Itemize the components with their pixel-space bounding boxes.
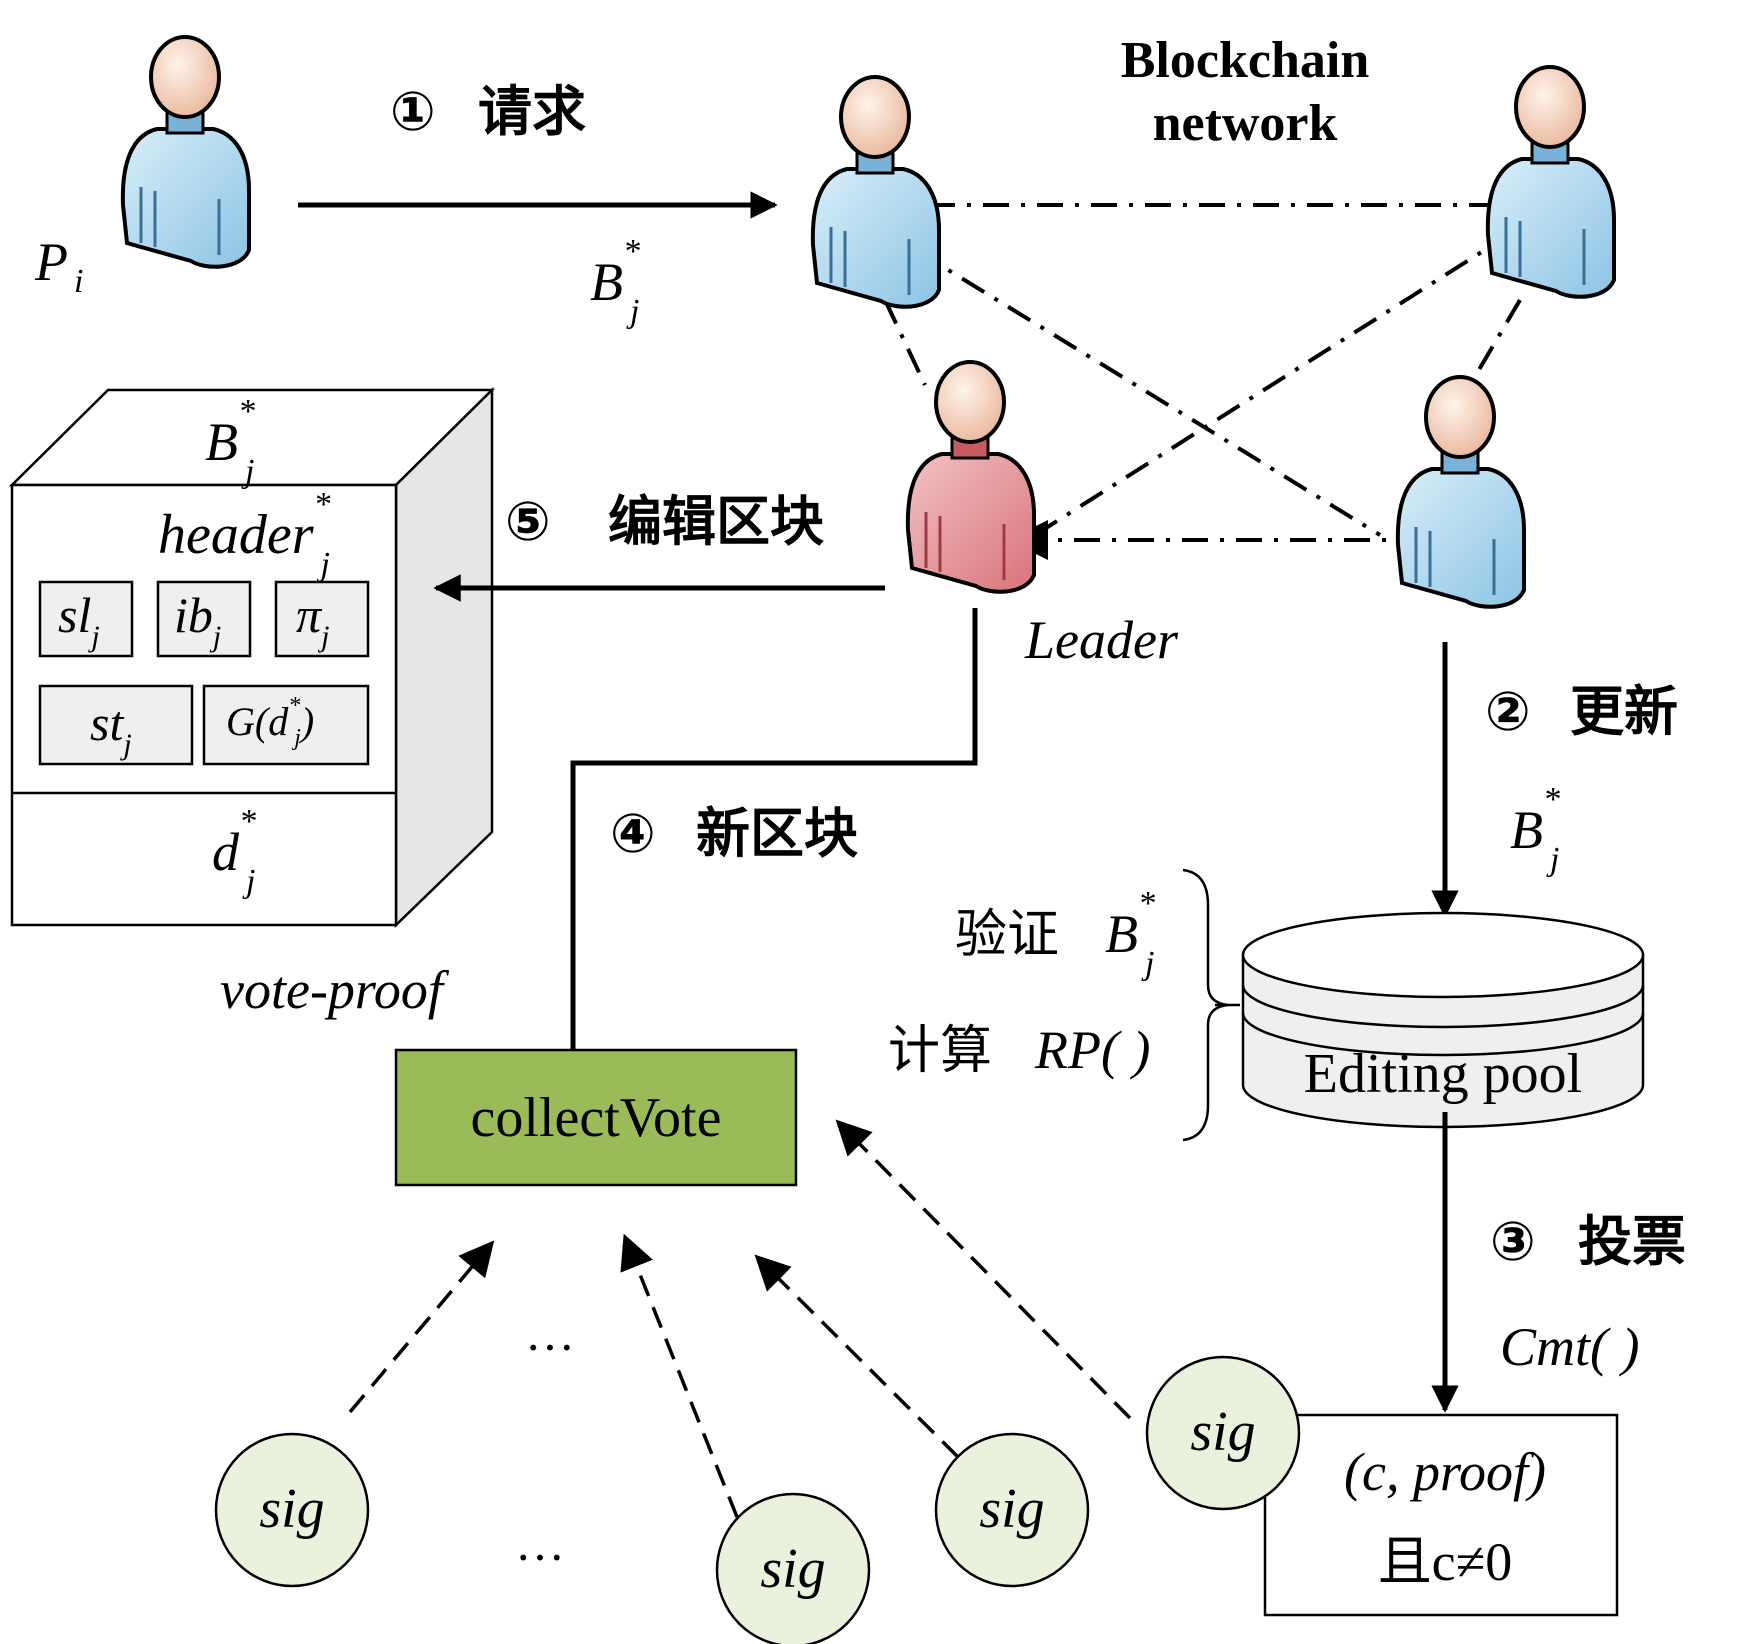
step3-label: 投票 <box>1578 1210 1686 1273</box>
step2-number: ② <box>1485 680 1531 743</box>
network-title-line2: network <box>1153 95 1338 152</box>
ellipsis-bottom: … <box>515 1515 565 1571</box>
leader-label: Leader <box>1024 610 1179 670</box>
step1-number: ① <box>390 80 436 143</box>
cell-g-text: G(d*j) <box>226 693 314 751</box>
step5-label: 编辑区块 <box>608 490 824 553</box>
sig-text: sig <box>979 1478 1044 1540</box>
ellipsis-top: … <box>525 1305 575 1361</box>
vote-proof-label: vote-proof <box>220 960 450 1020</box>
sig-circle-center: sig <box>715 1492 871 1644</box>
result-line1: (c, proof) <box>1344 1442 1546 1502</box>
editing-pool-label: Editing pool <box>1304 1043 1582 1105</box>
sig-circle-left: sig <box>214 1432 370 1588</box>
step2-label: 更新 <box>1570 680 1678 743</box>
sig-circle-right: sig <box>1145 1355 1301 1511</box>
collect-vote-label: collectVote <box>471 1087 722 1149</box>
link-diag-down <box>868 220 1382 537</box>
verify-label-cn: 验证 <box>955 905 1059 965</box>
block-cell-pi <box>274 580 370 658</box>
result-line2: 且c≠0 <box>1378 1532 1513 1592</box>
block-top-label: B*j <box>205 393 255 490</box>
step4-number: ④ <box>610 802 656 865</box>
block-bottom-label: d*j <box>212 803 256 900</box>
editing-pool-cylinder <box>1241 911 1645 1129</box>
verify-b-label: B*j <box>1105 885 1155 982</box>
block-cell-st <box>38 684 194 766</box>
vote-arrow-sig-center-right <box>754 1254 960 1459</box>
vote-arrow-sig-center <box>620 1233 739 1518</box>
new-block-connector <box>570 608 978 1058</box>
block-cell-g <box>202 684 370 766</box>
network-title-line1: Blockchain <box>1121 32 1370 89</box>
block-cell-ib <box>156 580 252 658</box>
block-cell-sl <box>38 580 134 658</box>
block-header-label: header*j <box>158 486 331 583</box>
sig-text: sig <box>259 1478 324 1540</box>
node-person-icon-top-right <box>1485 65 1616 299</box>
step3-number: ③ <box>1490 1210 1536 1273</box>
cell-st-text: stj <box>90 695 132 761</box>
link-left-vertical <box>883 299 927 386</box>
collect-vote-box <box>394 1048 798 1187</box>
b-star-label-top: B*j <box>590 233 640 330</box>
cmt-label: Cmt( ) <box>1500 1317 1639 1377</box>
cell-sl-text: slj <box>58 587 100 653</box>
rp-label: RP( ) <box>1034 1020 1150 1080</box>
network-links <box>868 203 1542 542</box>
sig-circle-center-right: sig <box>934 1432 1090 1588</box>
sig-text: sig <box>1190 1401 1255 1463</box>
requester-person-icon <box>120 35 251 269</box>
link-diag-up <box>1033 213 1542 537</box>
leader-person-icon <box>905 360 1036 594</box>
link-right-vertical <box>1468 298 1522 387</box>
cell-ib-text: ibj <box>174 587 221 653</box>
node-person-icon-right <box>1395 375 1526 609</box>
block-box <box>8 387 496 928</box>
step5-number: ⑤ <box>505 490 551 553</box>
cell-pi-text: πj <box>296 587 329 653</box>
step1-label: 请求 <box>478 80 586 143</box>
vote-arrow-sig-left <box>348 1240 495 1414</box>
step4-label: 新区块 <box>696 802 858 865</box>
b-star-label-right: B*j <box>1510 781 1560 878</box>
node-person-icon-top-left <box>810 75 941 309</box>
sig-text: sig <box>760 1538 825 1600</box>
result-box <box>1263 1413 1619 1617</box>
compute-label-cn: 计算 <box>888 1021 992 1081</box>
vote-arrow-sig-right <box>835 1119 1132 1420</box>
